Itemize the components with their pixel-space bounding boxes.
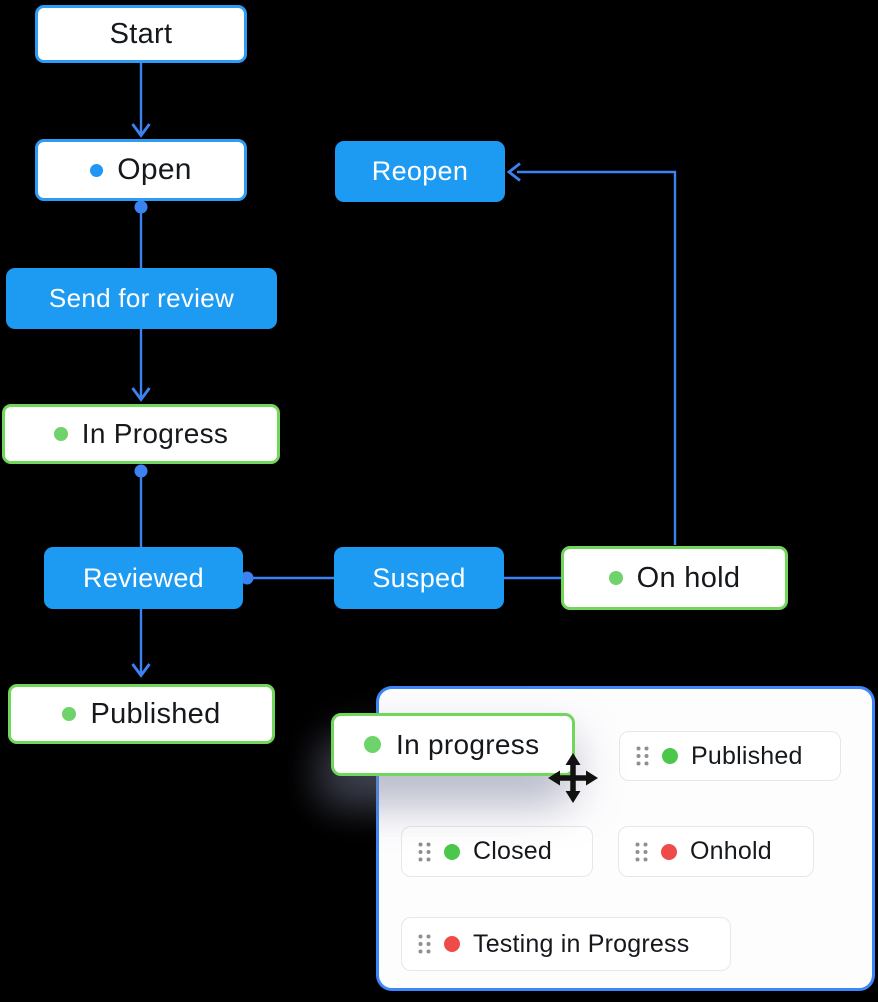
status-dot — [662, 748, 678, 764]
status-dot — [444, 843, 460, 860]
node-reopen[interactable]: Reopen — [335, 141, 505, 202]
drag-handle-icon[interactable] — [418, 934, 431, 954]
node-open[interactable]: Open — [35, 139, 247, 201]
drag-handle-icon[interactable] — [635, 842, 648, 862]
status-dot-in-progress — [53, 427, 68, 441]
status-item-label: Testing in Progress — [473, 929, 690, 958]
status-item-label: Published — [691, 741, 803, 770]
status-dot — [364, 736, 381, 753]
status-dot-on-hold — [608, 571, 623, 585]
status-item-onhold[interactable]: Onhold — [618, 826, 814, 877]
node-on-hold[interactable]: On hold — [561, 546, 788, 610]
status-dot — [444, 936, 460, 952]
dragged-status-chip-label: In progress — [396, 728, 540, 760]
node-in-progress-label: In Progress — [81, 418, 229, 449]
status-item-label: Onhold — [690, 837, 772, 865]
dragged-status-chip[interactable]: In progress — [331, 713, 575, 776]
node-suspend[interactable]: Susped — [334, 547, 504, 609]
node-start[interactable]: Start — [35, 5, 247, 63]
status-dot-open — [90, 163, 104, 177]
node-reopen-label: Reopen — [371, 156, 469, 186]
node-suspend-label: Susped — [372, 562, 466, 593]
node-reviewed[interactable]: Reviewed — [44, 547, 243, 609]
node-send-for-review[interactable]: Send for review — [6, 268, 277, 329]
node-published-label: Published — [90, 697, 221, 730]
status-item-published[interactable]: Published — [619, 731, 841, 781]
move-cursor-icon — [548, 753, 598, 803]
node-send-for-review-label: Send for review — [48, 283, 235, 313]
status-item-testing-in-progress[interactable]: Testing in Progress — [401, 917, 731, 971]
node-in-progress[interactable]: In Progress — [2, 404, 280, 464]
node-published[interactable]: Published — [8, 684, 275, 744]
status-item-label: Closed — [473, 837, 553, 865]
node-on-hold-label: On hold — [636, 561, 741, 594]
node-open-label: Open — [117, 153, 192, 186]
node-reviewed-label: Reviewed — [83, 562, 204, 593]
status-dot-published — [62, 707, 77, 721]
status-dot — [661, 843, 677, 860]
status-picker-panel: Published Closed Onhold — [376, 686, 875, 991]
drag-handle-icon[interactable] — [418, 842, 431, 862]
status-item-closed[interactable]: Closed — [401, 826, 593, 877]
node-start-label: Start — [109, 17, 173, 50]
drag-handle-icon[interactable] — [636, 746, 649, 766]
